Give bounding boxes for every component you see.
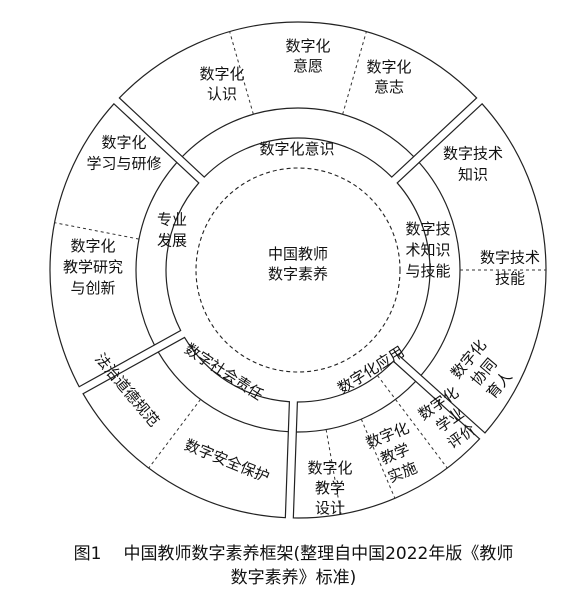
- dimension-label-application: 数字化应用: [334, 342, 407, 397]
- sector-outline-responsibility: [82, 336, 291, 519]
- dimension-label-knowledge: 数字技术知识与技能: [405, 220, 450, 280]
- diagram-shapes: [49, 21, 547, 519]
- sector-outline-application: [292, 360, 481, 519]
- figure-caption: 图1 中国教师数字素养框架(整理自中国2022年版《教师: [0, 543, 587, 565]
- item-label-law-ethics: 法治道德规范: [92, 349, 164, 430]
- ring-divider-awareness: [181, 107, 415, 158]
- caption-line-1: 中国教师数字素养框架(整理自中国2022年版《教师: [123, 544, 514, 564]
- ring-divider-development: [135, 162, 178, 346]
- figure-caption-continued: 数字素养》标准): [0, 567, 587, 589]
- development-divider: [54, 222, 140, 240]
- item-label-teaching-design: 数字化教学设计: [307, 459, 352, 517]
- item-label-digital-security: 数字安全保护: [182, 435, 272, 485]
- dimension-label-development: 专业发展: [157, 210, 187, 249]
- item-label-cognition: 数字化认识: [199, 65, 244, 103]
- item-label-teaching-implementation: 数字化教学实施: [363, 418, 426, 489]
- ring-divider-responsibility: [157, 351, 289, 433]
- item-label-will: 数字化意志: [366, 58, 411, 96]
- item-label-research-innovation: 数字化教学研究与创新: [63, 237, 123, 297]
- caption-line-2: 数字素养》标准): [230, 568, 357, 588]
- item-label-learning-training: 数字化学习与研修: [86, 133, 161, 172]
- dimension-label-awareness: 数字化意识: [259, 140, 334, 158]
- awareness-divider-1: [229, 31, 254, 115]
- application-divider-1: [377, 375, 448, 469]
- figure-number: 图1: [73, 544, 102, 564]
- application-divider-3: [325, 429, 342, 515]
- responsibility-divider: [148, 399, 201, 469]
- awareness-divider-2: [342, 31, 367, 115]
- ring-divider-knowledge: [418, 162, 461, 376]
- application-divider-2: [360, 418, 396, 499]
- sector-outline-awareness: [118, 21, 478, 178]
- sector-outline-knowledge: [396, 102, 547, 434]
- item-label-tech-knowledge: 数字技术知识: [443, 144, 503, 183]
- center-label: 中国教师数字素养: [268, 245, 328, 283]
- inner-dashed-circle: [195, 167, 401, 373]
- ring-divider-application: [296, 380, 417, 433]
- item-label-intention: 数字化意愿: [285, 37, 330, 75]
- sector-outline-development: [49, 102, 200, 388]
- framework-diagram: 中国教师数字素养 数字化意识 数字技术知识与技能 数字化应用 数字社会责任 专业…: [49, 21, 547, 519]
- item-label-tech-skills: 数字技术技能: [480, 248, 540, 287]
